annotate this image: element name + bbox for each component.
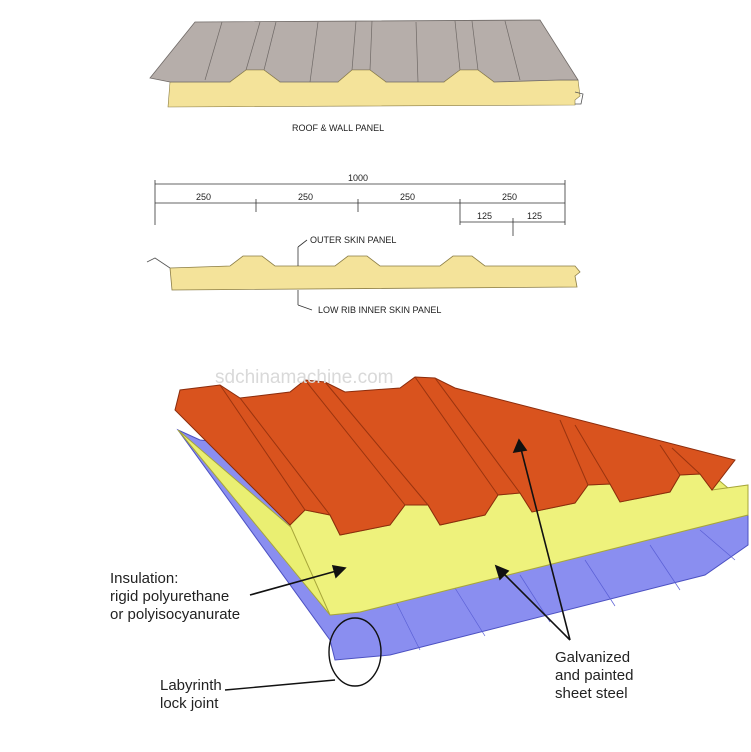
steel-label: sheet steel bbox=[555, 685, 628, 702]
insulation-label: or polyisocyanurate bbox=[110, 606, 240, 623]
rib-lines bbox=[204, 20, 521, 83]
top-title: ROOF & WALL PANEL bbox=[292, 123, 384, 133]
joint-label: Labyrinth bbox=[160, 677, 222, 694]
dimension-sub-segment: 125 bbox=[477, 211, 492, 221]
dimension-segment: 250 bbox=[502, 192, 517, 202]
roof-wall-panel-illustration bbox=[149, 19, 584, 108]
panel-cross-section bbox=[146, 239, 581, 311]
lock-joint-circle bbox=[328, 617, 382, 687]
dimension-segment: 250 bbox=[400, 192, 415, 202]
dimension-lines bbox=[154, 180, 566, 236]
cross-section-foam bbox=[169, 255, 581, 291]
watermark: sdchinamachine.com bbox=[215, 367, 393, 388]
sandwich-panel-3d bbox=[174, 376, 749, 661]
red-sheet-ribs bbox=[219, 376, 701, 516]
steel-label: and painted bbox=[555, 667, 633, 684]
foam-ribs bbox=[229, 69, 495, 83]
foam-core bbox=[167, 79, 581, 108]
insulation-label: rigid polyurethane bbox=[110, 588, 229, 605]
dimension-segment: 250 bbox=[196, 192, 211, 202]
inner-skin-label: LOW RIB INNER SKIN PANEL bbox=[318, 305, 441, 315]
joint-label: lock joint bbox=[160, 695, 219, 712]
insulation-label: Insulation: bbox=[110, 570, 178, 587]
cross-section-outer-line bbox=[146, 257, 171, 269]
steel-label: Galvanized bbox=[555, 649, 630, 666]
lock-joint-pointer bbox=[224, 679, 336, 691]
dimension-sub-segment: 125 bbox=[527, 211, 542, 221]
callout-arrows bbox=[249, 438, 571, 641]
dimension-segment: 250 bbox=[298, 192, 313, 202]
joint-right bbox=[574, 91, 584, 105]
dimension-total: 1000 bbox=[348, 173, 368, 183]
outer-skin-label: OUTER SKIN PANEL bbox=[310, 235, 396, 245]
